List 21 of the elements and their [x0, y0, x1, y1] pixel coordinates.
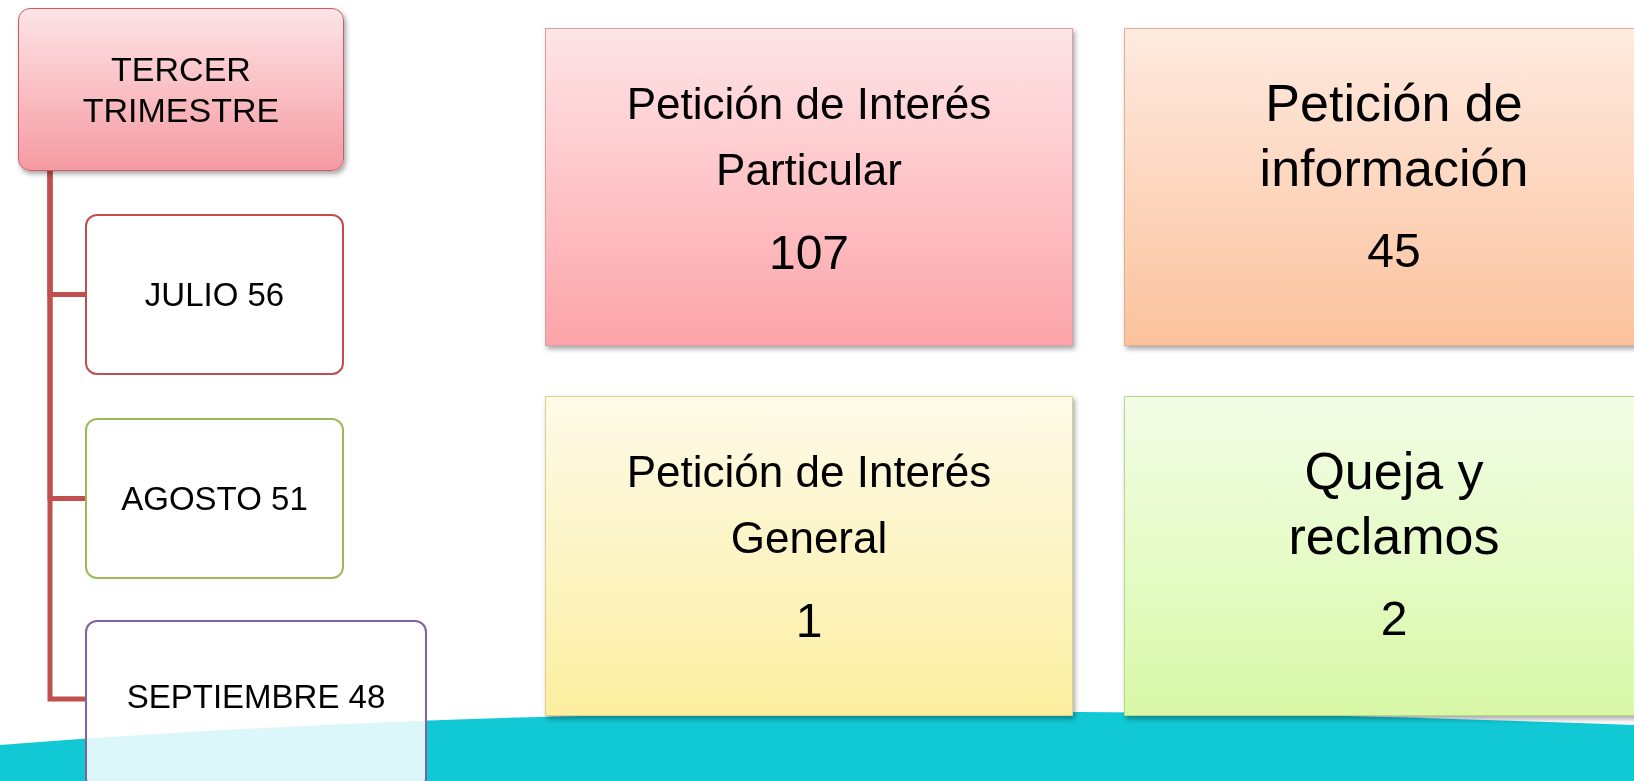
connector-line	[47, 171, 85, 702]
category-title: Queja y reclamos	[1287, 441, 1501, 567]
month-box	[85, 418, 344, 579]
category-card	[1124, 396, 1634, 716]
category-count: 45	[1367, 227, 1421, 275]
category-card	[545, 396, 1073, 716]
month-label: JULIO 56	[144, 274, 285, 315]
category-card	[1124, 28, 1634, 346]
category-title: Petición de información	[1258, 73, 1530, 199]
month-box	[85, 214, 344, 375]
category-count: 107	[768, 229, 850, 277]
category-count: 1	[795, 597, 823, 645]
quarter-label: TERCER TRIMESTRE	[81, 48, 281, 131]
category-count: 2	[1380, 595, 1408, 643]
month-box	[85, 620, 427, 781]
month-label: AGOSTO 51	[121, 478, 308, 519]
category-card	[545, 28, 1073, 346]
quarter-box	[18, 8, 344, 171]
month-label: SEPTIEMBRE 48	[126, 677, 386, 717]
category-title: Petición de Interés Particular	[625, 78, 993, 196]
category-title: Petición de Interés General	[625, 446, 993, 564]
